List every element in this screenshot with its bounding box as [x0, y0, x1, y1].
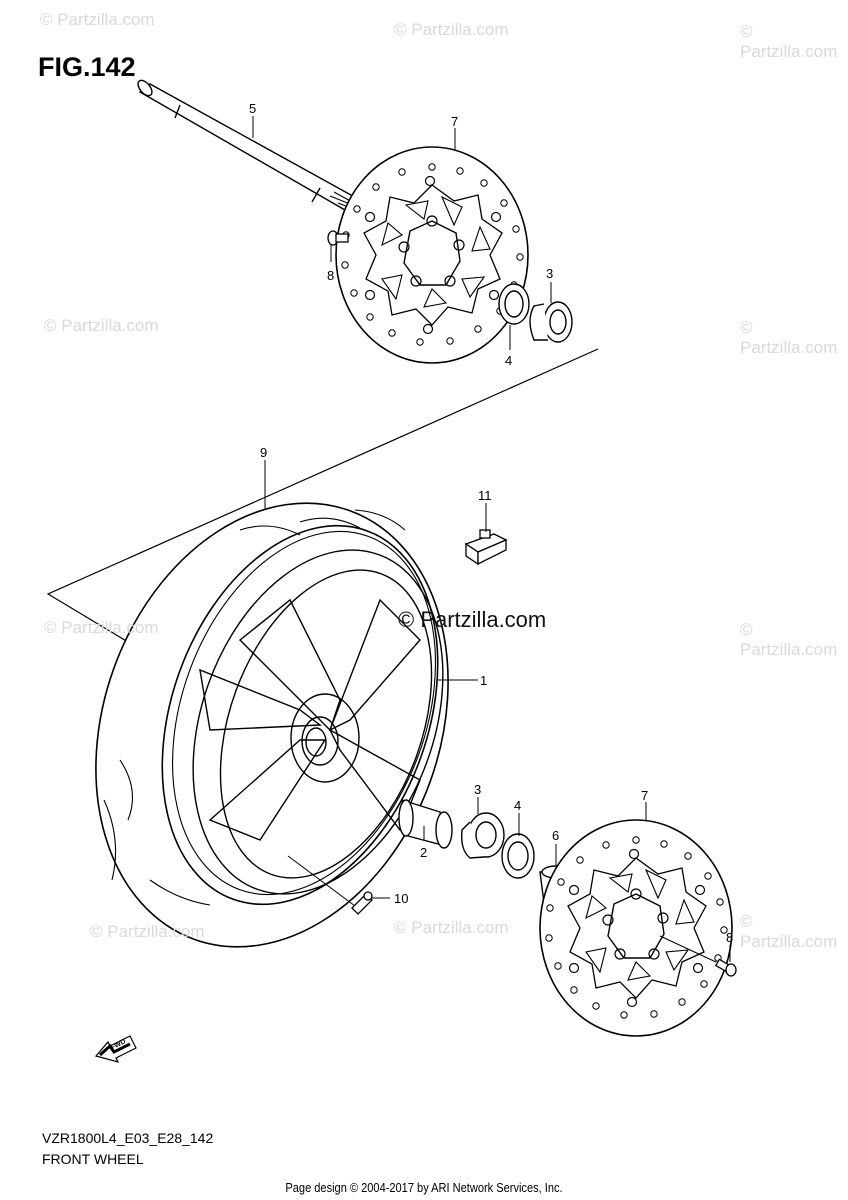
callout-4-bottom: 4	[514, 798, 521, 813]
tire-part	[95, 502, 449, 948]
bearing-top	[529, 301, 573, 343]
wheel-part	[192, 549, 444, 895]
callout-8-bottom: 8	[726, 930, 733, 945]
valve-part	[351, 891, 373, 915]
brake-disc-top	[336, 147, 528, 363]
watermark: © Partzilla.com	[740, 620, 838, 659]
callout-9: 9	[260, 445, 267, 460]
callout-8-top: 8	[327, 268, 334, 283]
bearing-bottom	[460, 812, 505, 859]
callout-6: 6	[552, 828, 559, 843]
callout-1: 1	[480, 673, 487, 688]
spacer-part	[398, 798, 453, 849]
callout-3-top: 3	[546, 266, 553, 281]
callout-5: 5	[249, 101, 256, 116]
brake-disc-bottom	[540, 820, 732, 1036]
watermark: © Partzilla.com	[44, 316, 159, 335]
watermark: © Partzilla.com	[40, 10, 155, 29]
fwd-arrow-icon: FWD	[94, 1035, 137, 1063]
footer-copyright: Page design © 2004-2017 by ARI Network S…	[285, 1180, 563, 1195]
watermark: © Partzilla.com	[740, 912, 838, 951]
callout-4-top: 4	[505, 353, 512, 368]
watermark: © Partzilla.com	[394, 918, 509, 937]
watermark: © Partzilla.com	[394, 20, 509, 39]
dust-seal-top	[498, 283, 530, 325]
watermark: © Partzilla.com	[90, 922, 205, 941]
leader-lines	[252, 116, 731, 963]
callout-10: 10	[394, 891, 408, 906]
watermark: © Partzilla.com	[740, 22, 838, 61]
figure-code: VZR1800L4_E03_E28_142	[42, 1130, 214, 1146]
dust-seal-bottom	[501, 833, 535, 879]
bolt-top	[327, 230, 349, 246]
callout-7-bottom: 7	[641, 788, 648, 803]
figure-name: FRONT WHEEL	[42, 1151, 144, 1167]
balancer-part	[464, 529, 508, 566]
watermark-main: © Partzilla.com	[398, 607, 547, 632]
watermark: © Partzilla.com	[740, 318, 838, 357]
watermark: © Partzilla.com	[44, 618, 159, 637]
perspective-plane	[46, 348, 599, 649]
callout-3-bottom: 3	[474, 782, 481, 797]
callout-numbers: 5 7 8 3 4 9 11 1 3 4 6 7 2 8 10	[249, 101, 733, 945]
bolt-bottom	[714, 958, 737, 977]
callout-2: 2	[420, 845, 427, 860]
callout-7-top: 7	[451, 114, 458, 129]
callout-11: 11	[478, 488, 492, 503]
axle-part	[137, 79, 361, 215]
figure-title: FIG.142	[38, 52, 136, 82]
